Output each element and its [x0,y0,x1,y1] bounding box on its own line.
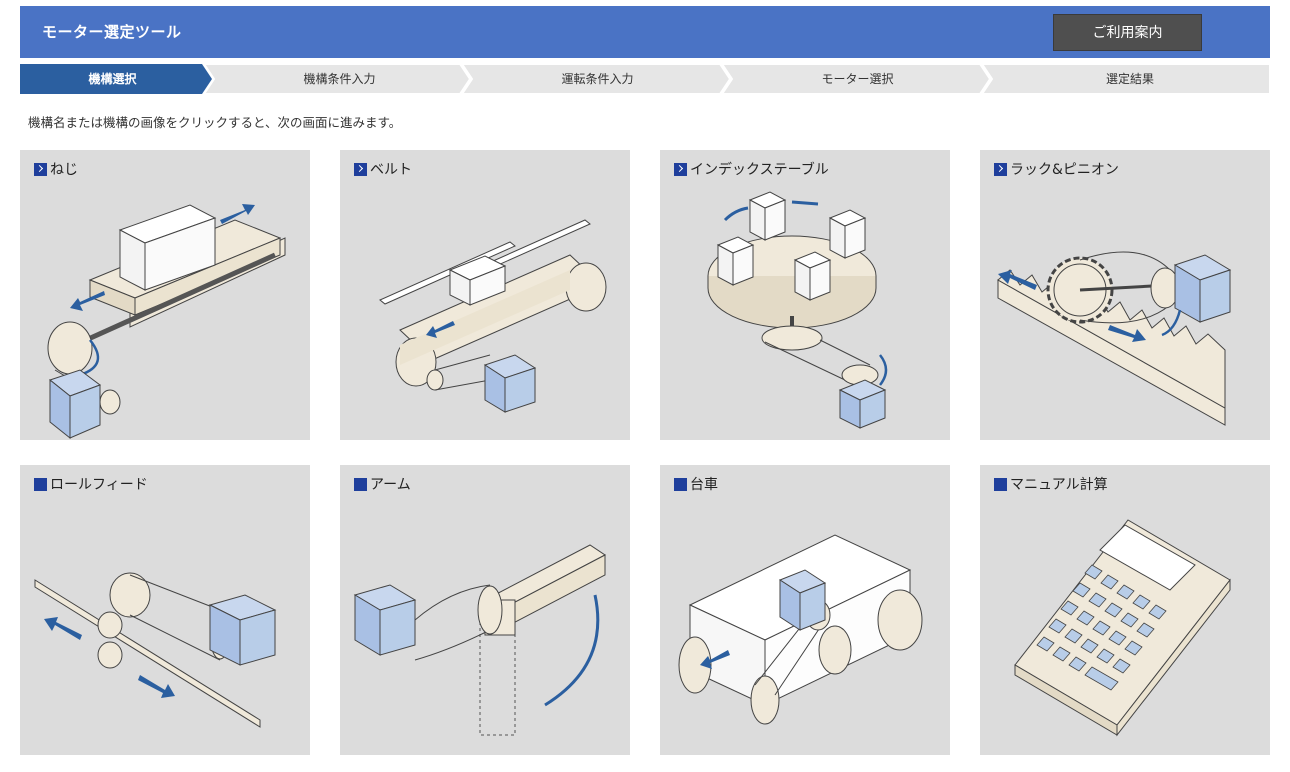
index-table-illustration [707,191,888,429]
roll-feed-illustration [34,572,277,728]
mechanism-card-cart[interactable]: 台車 [660,465,950,755]
guide-button[interactable]: ご利用案内 [1053,14,1202,51]
square-icon [354,477,367,491]
mechanism-label: アーム [370,477,411,493]
mechanism-label: ロールフィード [50,477,148,493]
belt-illustration [379,219,607,413]
mechanism-label: 台車 [690,477,718,493]
app-title: モーター選定ツール [42,23,182,41]
square-icon [34,477,47,491]
mechanism-label: ねじ [50,162,78,178]
step-bg-3 [460,64,732,94]
mechanism-card-manual-calc[interactable]: マニュアル計算 [980,465,1270,755]
mechanism-label: インデックステーブル [690,162,829,178]
screw-illustration [47,204,286,440]
chevron-right-icon [674,162,687,176]
step-mechanism-conditions: 機構条件入力 [303,72,376,86]
mechanism-card-roll-feed[interactable]: ロールフィード [20,465,310,755]
mechanism-card-screw[interactable]: ねじ [20,150,310,440]
step-operating-conditions: 運転条件入力 [561,72,634,86]
step-bg-4 [720,64,992,94]
mechanism-card-index-table[interactable]: インデックステーブル [660,150,950,440]
cart-illustration [678,534,923,725]
square-icon [674,477,687,491]
square-icon [994,477,1007,491]
step-arrows [20,64,1270,94]
chevron-right-icon [994,162,1007,176]
chevron-right-icon [354,162,367,176]
mechanism-card-belt[interactable]: ベルト [340,150,630,440]
mechanism-label: ラック&ピニオン [1010,162,1119,178]
mechanism-label: ベルト [370,162,412,178]
step-bg-2 [202,64,472,94]
step-result: 選定結果 [1105,72,1154,86]
calculator-illustration [1014,519,1231,737]
chevron-right-icon [34,162,47,176]
mechanism-label: マニュアル計算 [1010,477,1108,493]
step-progress-bar: 機構選択 機構条件入力 運転条件入力 モーター選択 選定結果 [20,64,1270,94]
rack-pinion-illustration [997,251,1232,426]
arm-illustration [353,544,606,736]
app-header: モーター選定ツール ご利用案内 [20,6,1270,58]
step-bg-1 [20,64,212,94]
step-motor-select: モーター選択 [821,72,894,86]
mechanism-card-rack-pinion[interactable]: ラック&ピニオン [980,150,1270,440]
mechanism-card-arm[interactable]: アーム [340,465,630,755]
step-bg-5 [980,64,1270,94]
instruction-text: 機構名または機構の画像をクリックすると、次の画面に進みます。 [28,115,402,130]
step-machine-select: 機構選択 [88,72,137,86]
